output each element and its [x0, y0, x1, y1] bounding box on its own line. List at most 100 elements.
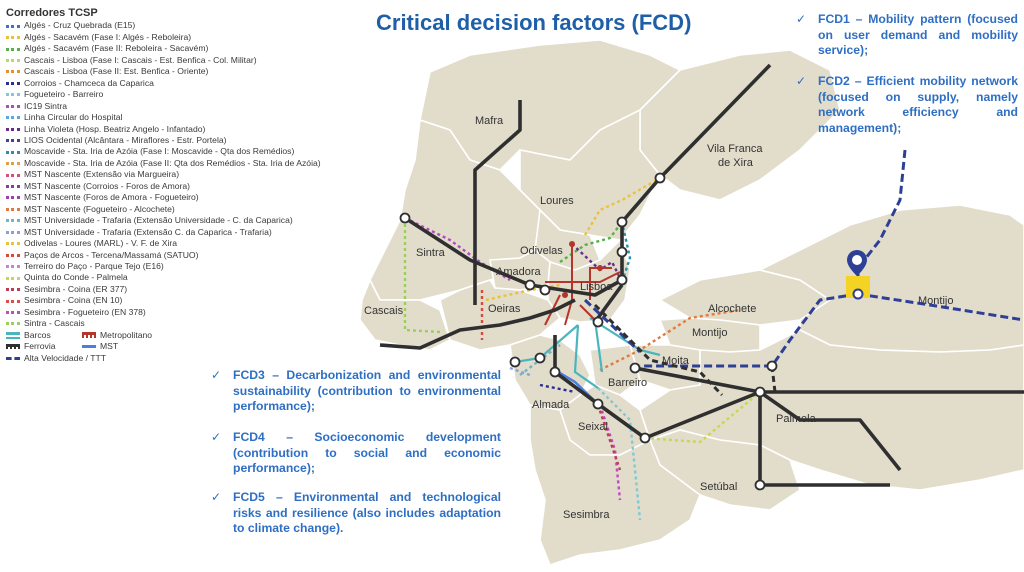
rail-swatch-icon	[6, 344, 20, 350]
legend-swatch-icon	[6, 230, 20, 234]
corridor-quinta-conde	[644, 391, 761, 444]
station	[639, 432, 651, 444]
legend-swatch-icon	[6, 81, 20, 85]
legend-swatch-icon	[6, 276, 20, 280]
legend-item: MST Universidade - Trafaria (Extensão Un…	[6, 215, 401, 226]
label-xira: de Xira	[718, 157, 754, 169]
legend-item-label: MST Nascente (Corroios - Foros de Amora)	[24, 180, 191, 191]
legend-item: Cascais - Lisboa (Fase I: Cascais - Est.…	[6, 55, 401, 66]
corridor-linha-violeta	[571, 243, 624, 283]
legend-item: MST Nascente (Foros de Amora - Fogueteir…	[6, 192, 401, 203]
high-speed-line	[583, 298, 642, 354]
station	[399, 212, 411, 224]
fcd2-text: ✓ FCD2 – Efficient mobility network (foc…	[796, 74, 1018, 136]
legend-metropolitano: Metropolitano	[100, 329, 153, 340]
legend-item-label: Sintra - Cascais	[24, 318, 85, 329]
legend-item-label: Algés - Cruz Quebrada (E15)	[24, 20, 136, 31]
label-montijo-south: Montijo	[918, 295, 953, 307]
high-speed-line	[640, 292, 859, 368]
rail-line	[758, 390, 902, 472]
rail-line	[404, 216, 531, 287]
legend-mode-row: Alta Velocidade / TTT	[6, 353, 401, 364]
metro-line	[545, 271, 621, 283]
legend-item: Fogueteiro - Barreiro	[6, 89, 401, 100]
legend-item: Algés - Cruz Quebrada (E15)	[6, 20, 401, 31]
station	[754, 479, 766, 491]
station	[629, 362, 641, 374]
legend-swatch-icon	[6, 207, 20, 211]
check-icon: ✓	[211, 368, 222, 382]
legend-swatch-icon	[6, 196, 20, 200]
legend-swatch-icon	[6, 173, 20, 177]
legend-item-label: Quinta do Conde - Palmela	[24, 272, 128, 283]
airport-highlight	[846, 276, 870, 298]
legend-swatch-icon	[6, 47, 20, 51]
station	[654, 172, 666, 184]
legend-item-label: Algés - Sacavém (Fase II: Reboleira - Sa…	[24, 43, 209, 54]
land-polygons	[359, 39, 1024, 566]
legend-item-label: Fogueteiro - Barreiro	[24, 89, 104, 100]
legend-mst: MST	[100, 341, 119, 352]
legend-swatch-icon	[6, 24, 20, 28]
check-icon: ✓	[211, 430, 222, 444]
corridor-moscavide	[620, 221, 632, 283]
legend-item: Sesimbra - Coina (ER 377)	[6, 284, 401, 295]
legend-item: Paços de Arcos - Tercena/Massamá (SATUO)	[6, 250, 401, 261]
rail-line	[593, 283, 624, 324]
legend-alta-velocidade: Alta Velocidade / TTT	[24, 352, 107, 363]
label-almada: Almada	[532, 399, 570, 411]
legend-item-label: Odivelas - Loures (MARL) - V. F. de Xira	[24, 238, 177, 249]
legend-item: Quinta do Conde - Palmela	[6, 272, 401, 283]
legend-item: Odivelas - Loures (MARL) - V. F. de Xira	[6, 238, 401, 249]
station	[616, 246, 628, 258]
legend-item-label: MST Universidade - Trafaria (Extensão Un…	[24, 215, 293, 226]
mst-swatch-icon	[82, 345, 96, 349]
legend-swatch-icon	[6, 311, 20, 314]
station	[524, 279, 536, 291]
fcd5-text: ✓ FCD5 – Environmental and technological…	[211, 490, 501, 537]
corridor-sesimbra-fogueteiro	[598, 404, 622, 501]
legend-item-label: Moscavide - Sta. Iria de Azóia (Fase I: …	[24, 146, 295, 157]
fcd5-label: FCD5 – Environmental and technological r…	[233, 490, 501, 535]
legend-ferrovia: Ferrovia	[24, 341, 56, 352]
legend-item-label: Cascais - Lisboa (Fase II: Est. Benfica …	[24, 66, 209, 77]
legend-item: LIOS Ocidental (Alcântara - Miraflores -…	[6, 135, 401, 146]
label-oeiras: Oeiras	[488, 303, 521, 315]
legend-barcos: Barcos	[24, 329, 51, 340]
legend-item-label: MST Nascente (Extensão via Margueira)	[24, 169, 180, 180]
label-palmela: Palmela	[776, 413, 817, 425]
label-mafra: Mafra	[475, 115, 504, 127]
legend-swatch-icon	[6, 70, 20, 74]
legend-item: Moscavide - Sta. Iria de Azóia (Fase I: …	[6, 146, 401, 157]
corridor-fogueteiro-alcochete	[599, 308, 741, 372]
check-icon: ✓	[796, 74, 807, 88]
legend-item: Linha Violeta (Hosp. Beatriz Angelo - In…	[6, 124, 401, 135]
label-loures: Loures	[540, 195, 574, 207]
legend-item: Sesimbra - Fogueteiro (EN 378)	[6, 307, 401, 318]
metro-station	[597, 265, 603, 271]
label-amadora: Amadora	[496, 266, 542, 278]
station	[766, 360, 778, 372]
legend-swatch-icon	[6, 185, 20, 189]
legend-item-label: Sesimbra - Coina (EN 10)	[24, 295, 123, 306]
legend-swatch-icon	[6, 150, 20, 154]
station	[592, 398, 604, 410]
legend-item: MST Nascente (Fogueteiro - Alcochete)	[6, 204, 401, 215]
check-icon: ✓	[211, 490, 222, 504]
legend-swatch-icon	[6, 299, 20, 303]
legend-items: Algés - Cruz Quebrada (E15)Algés - Sacav…	[6, 20, 401, 329]
legend-mode-row: Ferrovia MST	[6, 341, 401, 352]
label-vila-franca: Vila Franca	[707, 143, 763, 155]
legend-item-label: Algés - Sacavém (Fase I: Algés - Rebolei…	[24, 31, 192, 42]
high-speed-line	[857, 292, 1024, 322]
legend-item-label: Sesimbra - Fogueteiro (EN 378)	[24, 306, 146, 317]
label-moita: Moita	[662, 355, 690, 367]
legend-swatch-icon	[6, 219, 20, 223]
legend-item-label: Cascais - Lisboa (Fase I: Cascais - Est.…	[24, 54, 257, 65]
rail-lines	[379, 63, 1024, 487]
legend-item: Algés - Sacavém (Fase II: Reboleira - Sa…	[6, 43, 401, 54]
airport-pin-dot	[852, 255, 862, 265]
high-speed-swatch-icon	[6, 356, 20, 360]
metro-stations	[562, 241, 603, 298]
metro-station	[562, 292, 568, 298]
